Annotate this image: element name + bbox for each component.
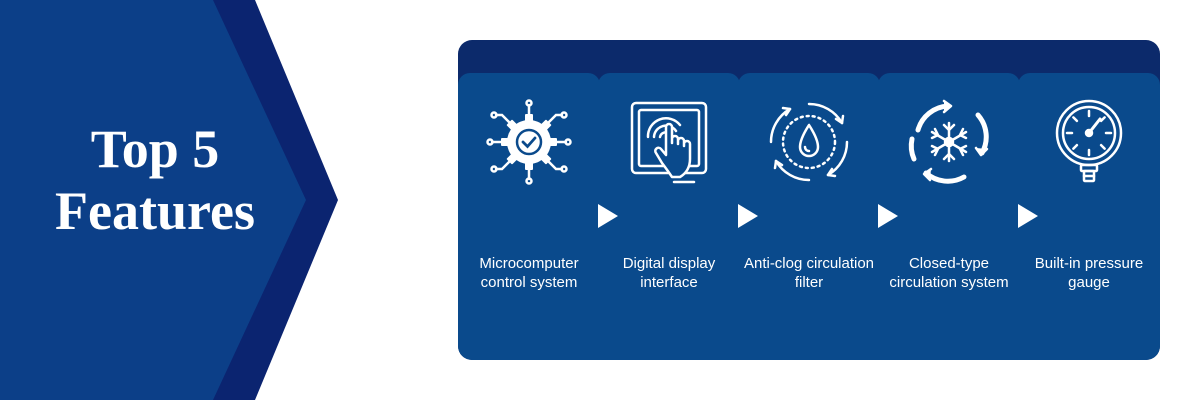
arrow-right-icon-1 xyxy=(598,204,618,228)
water-drop-cycle-icon xyxy=(764,97,854,187)
arrow-right-icon-4 xyxy=(1018,204,1038,228)
feature-card-5: Built-in pressure gauge xyxy=(1018,73,1160,360)
feature-label-1: Microcomputer control system xyxy=(479,255,579,291)
arrow-right-icon-3 xyxy=(878,204,898,228)
hero-title: Top 5 Features xyxy=(0,118,310,242)
feature-label-3: Anti-clog circulation filter xyxy=(743,255,875,291)
feature-label-4: Closed-type circulation system xyxy=(889,255,1009,291)
feature-card-1: Microcomputer control system xyxy=(458,73,600,360)
hero-chevron-shape xyxy=(0,0,338,400)
arrow-right-icon-2 xyxy=(738,204,758,228)
pressure-gauge-icon xyxy=(1044,97,1134,187)
features-panel: Microcomputer control system Digital dis… xyxy=(458,40,1160,360)
feature-card-4: Closed-type circulation system xyxy=(878,73,1020,360)
feature-label-5: Built-in pressure gauge xyxy=(1034,255,1144,291)
hero-title-line2: Features xyxy=(55,181,255,241)
feature-card-3: Anti-clog circulation filter xyxy=(738,73,880,360)
touchscreen-hand-icon xyxy=(624,97,714,187)
gear-check-circuit-icon xyxy=(484,97,574,187)
feature-label-2: Digital display interface xyxy=(622,255,716,291)
feature-card-2: Digital display interface xyxy=(598,73,740,360)
snowflake-cycle-icon xyxy=(904,97,994,187)
hero-title-line1: Top 5 xyxy=(90,119,220,179)
hero-banner: Top 5 Features xyxy=(0,0,360,400)
